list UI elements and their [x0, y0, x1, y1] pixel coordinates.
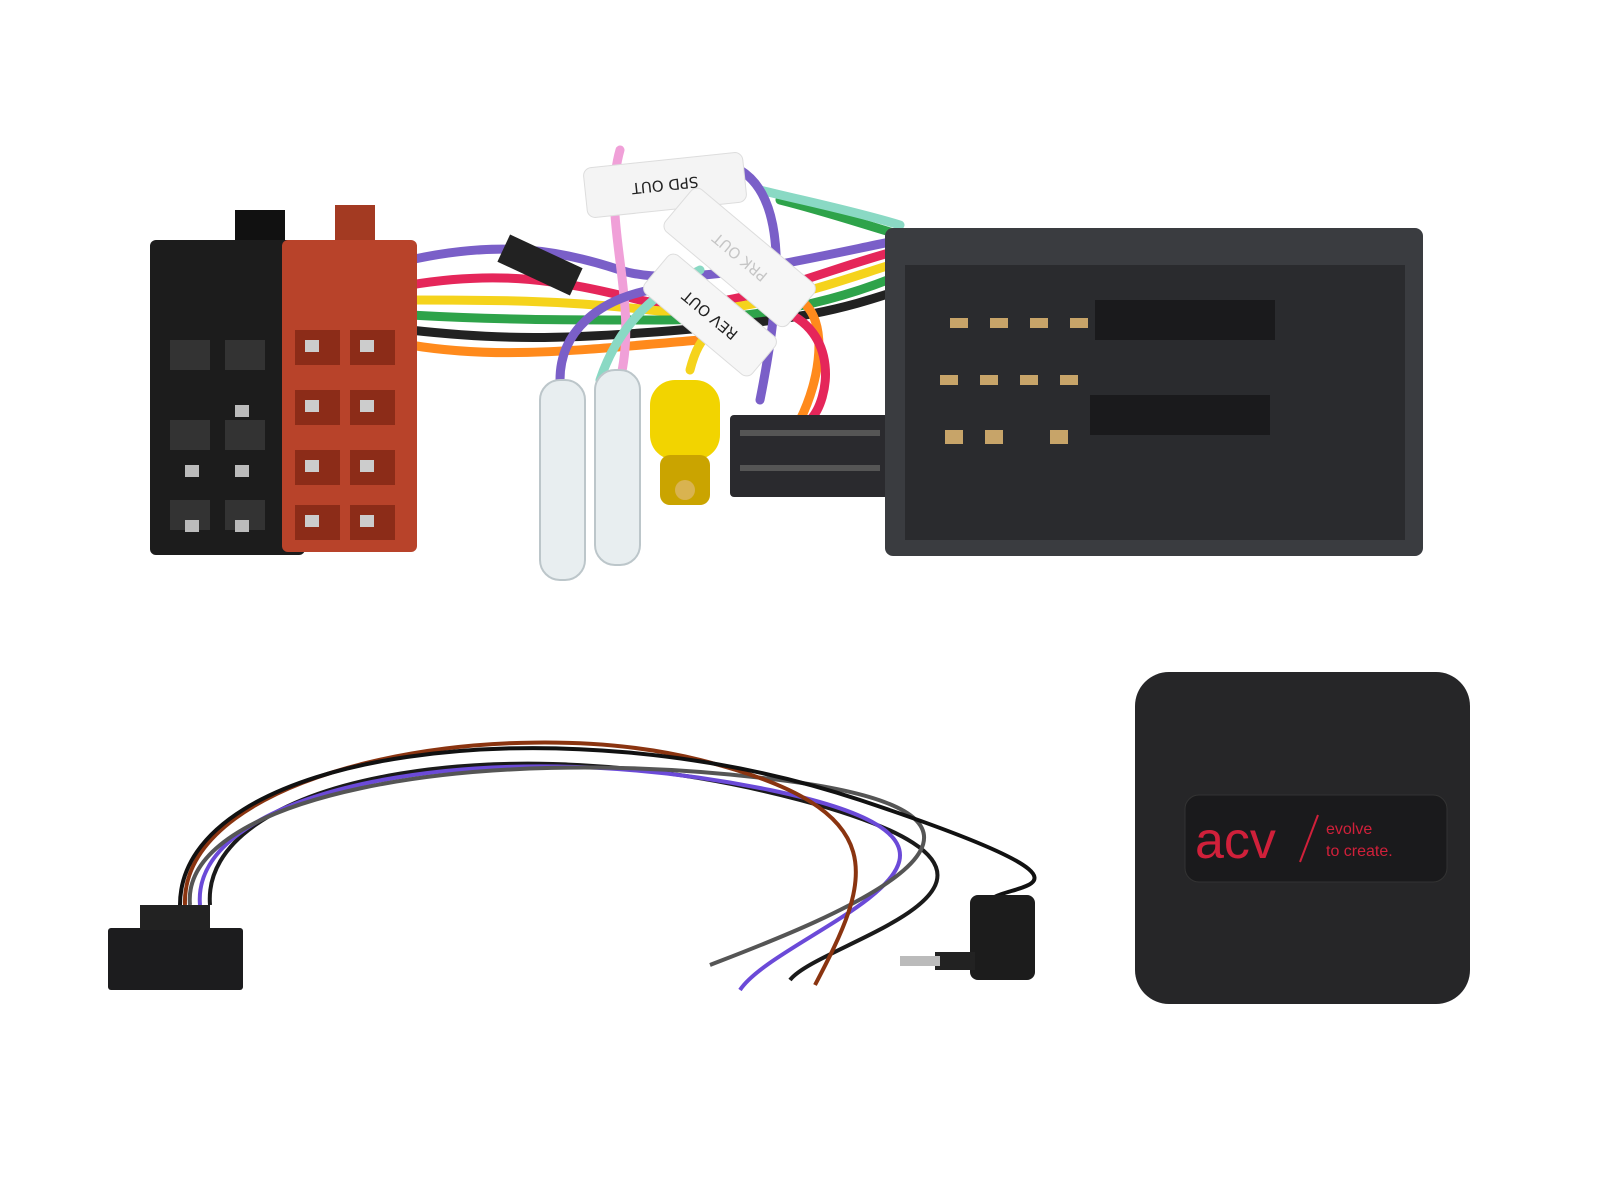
logo-tagline-2: to create.	[1326, 843, 1393, 860]
iso-connector-red	[282, 205, 417, 552]
interface-module-box: acv evolve to create.	[1135, 672, 1470, 1004]
iso-16pin-connector	[730, 415, 890, 497]
iso-connector-black	[150, 210, 305, 555]
jack-3-5mm	[900, 895, 1035, 980]
logo-tagline-1: evolve	[1326, 821, 1372, 838]
iso-16pin-connector-small	[108, 905, 243, 990]
bullet-connectors	[539, 369, 641, 581]
steering-interface-harness	[178, 740, 1037, 992]
rca-connector-yellow	[650, 380, 720, 505]
vehicle-connector-grey	[885, 228, 1423, 556]
acv-logo: acv	[1195, 812, 1276, 870]
